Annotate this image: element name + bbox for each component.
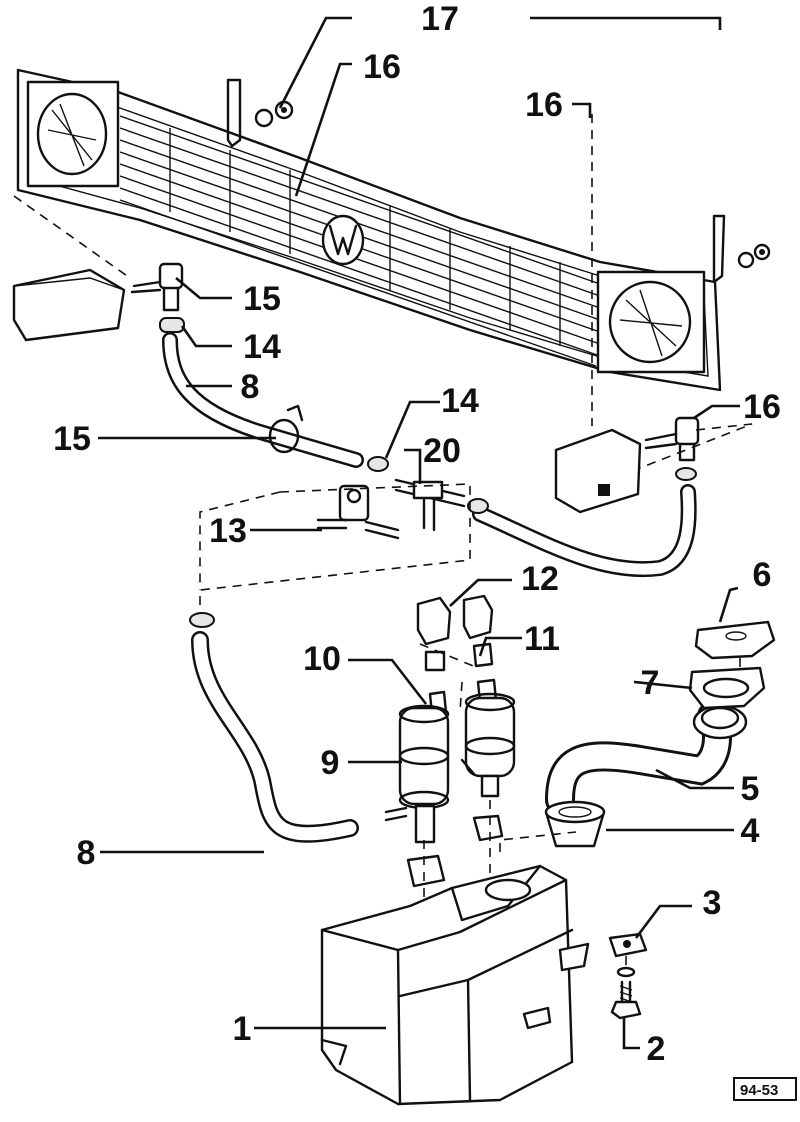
reference-code: 94-53 [740,1082,778,1099]
assembly-lines [13,114,753,968]
right-jet-nozzle [644,416,700,462]
right-washer-hose [472,484,697,578]
filler-neck-nut [688,666,766,710]
callout-8-lower: 8 [77,834,96,872]
callout-1: 1 [233,1010,252,1048]
left-headlight-washer-unit [12,268,126,342]
callout-12: 12 [521,560,559,598]
washer-reservoir [320,864,590,1106]
callout-8-upper: 8 [241,368,260,406]
right-headlamp [596,270,706,374]
callout-18: 16 [363,48,401,86]
t-connector [394,478,466,532]
left-pump-grommet [406,854,446,888]
left-wiring-connector [416,596,452,672]
left-hose-clip [159,317,185,333]
leader-lines [98,16,740,1050]
mounting-bolt [610,966,642,1020]
filler-neck [545,701,748,815]
callout-6: 6 [753,556,772,594]
lower-hose-clip [189,612,215,628]
right-headlight-washer-unit [554,428,642,514]
left-washer-pump [384,690,450,844]
callout-3: 3 [703,884,722,922]
filler-neck-seal [544,800,606,848]
callout-10: 10 [303,640,341,678]
callout-5: 5 [741,770,760,808]
right-wiring-connector [462,594,494,668]
left-headlamp [26,80,120,188]
callout-20: 20 [423,432,461,470]
upper-washer-hose [162,332,364,468]
callout-4: 4 [741,812,760,850]
callout-14-middle: 14 [441,382,479,420]
reference-code-box: 94-53 [733,1077,797,1101]
callout-13: 13 [209,512,247,550]
callout-7: 7 [641,664,660,702]
right-hose-clip [675,467,697,481]
filler-cap [694,620,776,660]
right-washer-pump [460,678,516,798]
callout-14-left: 14 [243,328,281,366]
non-return-valve [316,484,400,540]
left-jet-nozzle [130,262,184,312]
callout-9: 9 [321,744,340,782]
lower-washer-hose [191,631,359,843]
bracket-nut [608,932,648,958]
callout-19: 17 [421,0,459,38]
callout-16-right: 16 [743,388,781,426]
hose-clip-left [367,456,389,472]
callout-11: 11 [524,620,560,658]
right-pump-grommet [472,814,504,842]
callout-labels: 17 16 16 15 14 8 15 14 20 13 12 11 10 9 … [53,0,781,1068]
hose-holder-clip [268,404,304,454]
vw-badge [321,214,365,266]
callout-17: 16 [525,86,563,124]
hose-clip-right [467,498,489,514]
callout-2: 2 [647,1030,666,1068]
callout-15: 15 [53,420,91,458]
radiator-grille [16,68,771,392]
callout-16-left: 15 [243,280,281,318]
